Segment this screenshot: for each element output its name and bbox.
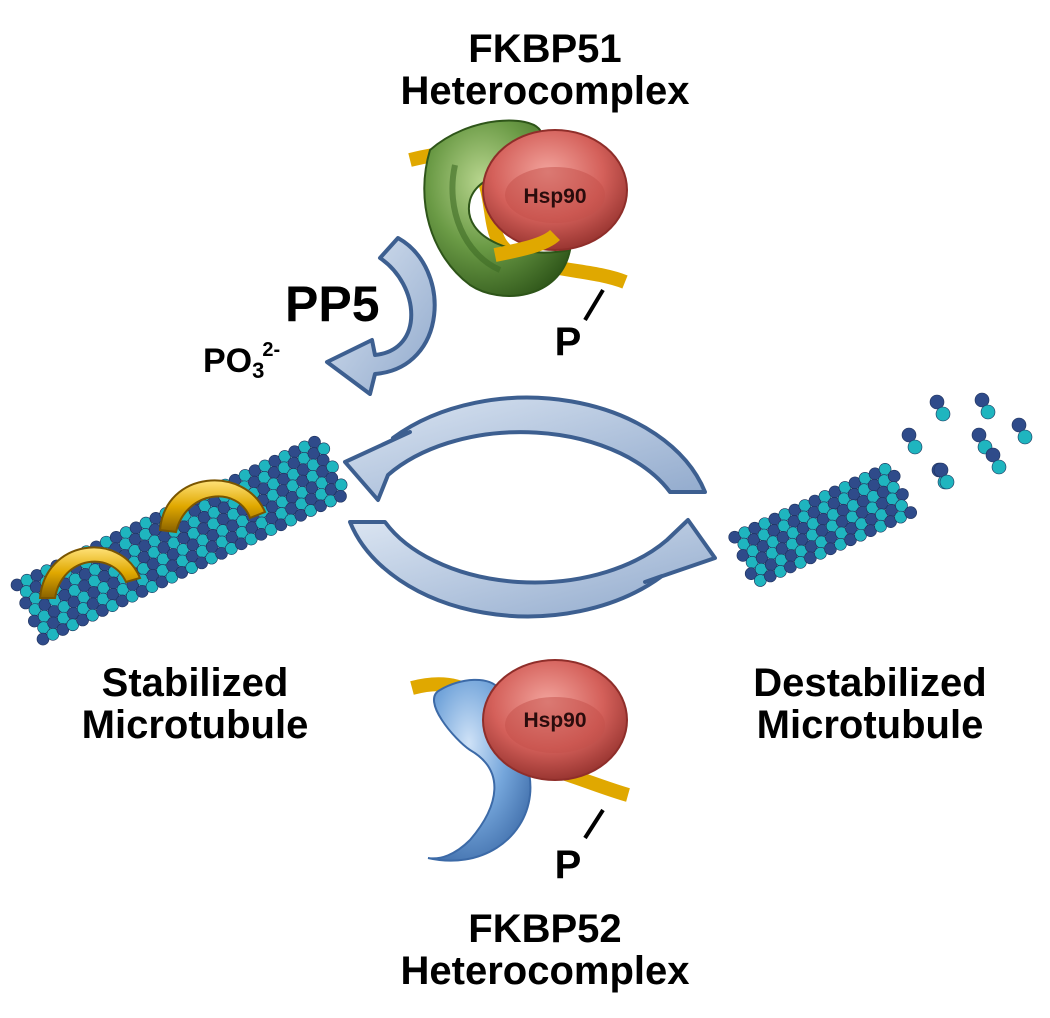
tubulin-bead: [933, 462, 949, 478]
fkbp51-title-line1: FKBP51: [468, 27, 622, 71]
tubulin-bead: [896, 488, 909, 501]
fkbp51-heterocomplex-title: FKBP51 Heterocomplex: [345, 28, 745, 112]
tubulin-bead: [887, 469, 901, 483]
tubulin-bead: [317, 442, 331, 456]
tubulin-bead: [991, 459, 1007, 475]
destabilized-microtubule-label: Destabilized Microtubule: [715, 662, 1025, 746]
tubulin-bead: [1011, 417, 1027, 433]
stabilized-line1: Stabilized: [101, 661, 289, 705]
tubulin-bead: [326, 460, 339, 474]
fkbp51-shape: [423, 119, 572, 297]
destabilized-microtubule-graphic: [728, 463, 917, 587]
phosphate-subscript: 3: [252, 358, 265, 383]
fkbp52-heterocomplex-title: FKBP52 Heterocomplex: [345, 908, 745, 992]
destabilized-line2: Microtubule: [756, 703, 984, 747]
fkbp51-title-line2: Heterocomplex: [400, 69, 690, 113]
tubulin-bead: [980, 404, 996, 420]
phospho-bottom-label: P: [555, 843, 582, 887]
destabilized-line1: Destabilized: [753, 661, 987, 705]
tubulin-bead: [334, 478, 348, 492]
phospho-bond-top: [583, 288, 605, 322]
stabilized-line2: Microtubule: [81, 703, 309, 747]
stabilized-microtubule-graphic: [10, 435, 348, 646]
cycle-arrow-bottom: [348, 518, 717, 619]
hsp90-top-label: Hsp90: [523, 185, 586, 208]
tubulin-bead: [1017, 429, 1033, 445]
tau-arch-2: [158, 479, 267, 534]
tubulin-bead: [935, 406, 951, 422]
tubulin-bead: [334, 489, 347, 503]
tau-arches: [38, 479, 267, 599]
phosphate-superscript: 2-: [262, 339, 281, 361]
tubulin-bead: [985, 447, 1001, 463]
fkbp52-title-line2: Heterocomplex: [400, 949, 690, 993]
tubulin-bead: [907, 439, 923, 455]
phospho-bond-bottom: [583, 808, 605, 840]
tubulin-bead: [929, 394, 945, 410]
phosphate-label: PO32-: [203, 339, 281, 383]
tubulin-bead: [901, 427, 917, 443]
cycle-arrow-top: [343, 395, 707, 502]
pp5-dephosphorylation-arrow: [325, 236, 437, 396]
stabilized-microtubule-label: Stabilized Microtubule: [30, 662, 360, 746]
fkbp51-heterocomplex-graphic: Hsp90 P: [408, 119, 628, 364]
fkbp52-title-line1: FKBP52: [468, 907, 622, 951]
tubulin-bead: [939, 474, 955, 490]
phosphate-base: PO: [203, 342, 253, 380]
tau-arch-1: [38, 546, 142, 599]
free-tubulin-dimers: [901, 392, 1033, 490]
fkbp52-heterocomplex-graphic: Hsp90 P: [410, 659, 630, 887]
tubulin-bead: [974, 392, 990, 408]
tubulin-bead: [904, 506, 917, 519]
tubulin-bead: [971, 427, 987, 443]
hsp90-bottom-label: Hsp90: [523, 709, 586, 732]
pp5-label: PP5: [285, 276, 380, 332]
phospho-top-label: P: [555, 320, 582, 364]
